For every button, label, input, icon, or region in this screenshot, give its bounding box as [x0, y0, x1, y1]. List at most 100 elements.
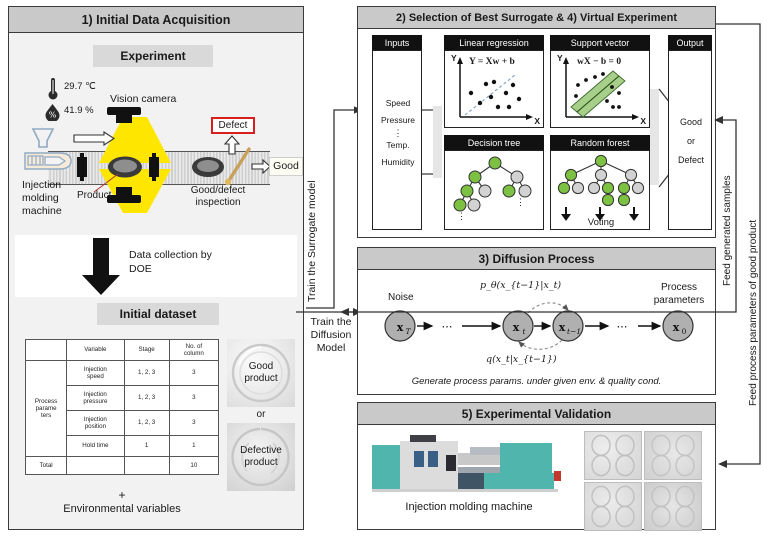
table-header-columns-line1: No. of — [185, 342, 203, 350]
table-cell-columns: 1 — [168, 435, 220, 457]
model-box-random-forest: Voting — [550, 150, 650, 230]
vision-camera-label: Vision camera — [110, 93, 177, 105]
good-badge: Good — [269, 157, 303, 176]
panel3-title: 3) Diffusion Process — [358, 248, 715, 270]
input-item-temp: Temp. — [386, 140, 410, 151]
model-header-support-vector: Support vector — [550, 35, 650, 50]
svg-text:t−1: t−1 — [567, 327, 581, 336]
decision-tree-graph — [453, 156, 532, 212]
table-header-columns-line2: column — [183, 350, 204, 357]
table-cell-variable: Hold time — [66, 435, 125, 457]
table-cell-stage: 1, 2, 3 — [123, 410, 170, 436]
svg-text:x: x — [513, 321, 520, 334]
table-cell-variable: Injection pressure — [66, 385, 125, 411]
input-arrow-icon — [73, 131, 115, 146]
diffusion-top-formula: p_θ(x_{t−1}|x_t) — [480, 280, 562, 291]
product-pointer-line — [93, 173, 119, 193]
inspection-label-line1: Good/defect — [190, 185, 246, 196]
process-params-l2: parameters — [653, 294, 705, 306]
panel-experimental-validation: 5) Experimental Validation Injection mol… — [357, 402, 716, 531]
inspection-product-icon — [192, 157, 224, 177]
machine-label-line2: molding — [22, 192, 59, 205]
svg-text:%: % — [49, 111, 57, 120]
table-cell-columns: 3 — [168, 410, 220, 436]
table-row: Hold time 1 1 — [26, 435, 220, 457]
svg-text:0: 0 — [682, 327, 687, 336]
svg-text:t: t — [522, 327, 526, 336]
machine-label: Injection molding machine — [22, 179, 92, 218]
initial-dataset-area: Initial dataset Variable Stage No. of co… — [15, 297, 297, 525]
svg-text:x: x — [559, 321, 566, 334]
svm-margin-plot — [563, 57, 639, 120]
machine-label-line1: Injection — [22, 179, 62, 191]
table-header-row: Variable Stage No. of column — [24, 339, 220, 361]
humidity-value: 41.9 % — [64, 105, 94, 116]
injection-molding-machine-icon — [24, 128, 72, 170]
experiment-area: Experiment 29.7 ℃ % 41.9 % Vision camera — [15, 35, 303, 235]
output-good: Good — [679, 117, 703, 127]
table-row: Injection pressure 1, 2, 3 3 — [26, 385, 220, 411]
model-box-decision-tree: ⋮ ⋮ — [444, 150, 544, 230]
table-header-blank — [24, 339, 68, 361]
machine-caption: Injection molding machine — [405, 500, 533, 513]
input-item-ellipsis: ⋮ — [393, 127, 403, 138]
lr-scatter-plot — [457, 57, 533, 120]
input-item-speed: Speed — [385, 98, 411, 108]
table-group-label-l1: Process — [34, 397, 58, 405]
var-l1: Injection — [83, 390, 107, 398]
molded-parts-grid — [584, 431, 702, 531]
table-cell-stage: 1, 2, 3 — [123, 385, 170, 411]
table-total-columns: 10 — [168, 456, 220, 475]
humidity-droplet-icon: % — [45, 104, 60, 121]
or-label: or — [256, 409, 266, 421]
inputs-header: Inputs — [372, 35, 422, 50]
table-total-label: Total — [24, 456, 68, 475]
train-diffusion-l1: Train the — [310, 316, 352, 328]
panel-diffusion-process: 3) Diffusion Process Noise Process param… — [357, 247, 716, 395]
diffusion-caption: Generate process params. under given env… — [411, 375, 662, 387]
panel-initial-data-acquisition: 1) Initial Data Acquisition Experiment 2… — [8, 6, 304, 530]
inputs-list: Speed Pressure ⋮ Temp. Humidity — [373, 95, 423, 172]
input-item-pressure: Pressure — [380, 115, 415, 126]
output-or: or — [686, 135, 695, 146]
random-forest-graph — [557, 154, 645, 207]
svg-text:x: x — [673, 321, 680, 334]
good-product-label: Good product — [227, 361, 295, 385]
feed-process-parameters-label: Feed process parameters of good product — [748, 219, 759, 406]
table-group-label: Process parame ters — [24, 360, 68, 457]
temperature-value: 29.7 ℃ — [64, 81, 96, 92]
var-l2: pressure — [83, 398, 108, 405]
svg-text:x: x — [397, 321, 404, 334]
process-params-l1: Process — [660, 282, 698, 293]
doe-arrow-down-icon — [82, 238, 120, 295]
table-group-label-l3: ters — [40, 412, 52, 420]
conveyor-fixture-right-icon — [149, 153, 159, 181]
train-diffusion-l3: Model — [316, 342, 346, 355]
panel-surrogate-selection: 2) Selection of Best Surrogate & 4) Virt… — [357, 6, 716, 238]
var-l2: speed — [86, 373, 104, 380]
molded-part-tile — [584, 482, 642, 531]
inputs-to-models-connector — [422, 106, 442, 178]
experiment-label: Experiment — [93, 45, 213, 67]
doe-label-line1: Data collection by — [129, 249, 212, 261]
feed-generated-samples-connector — [340, 116, 737, 316]
table-header-stage: Stage — [123, 339, 170, 361]
panel5-title: 5) Experimental Validation — [358, 403, 715, 425]
inspection-label: Good/defect inspection — [173, 185, 263, 208]
input-item-humidity: Humidity — [381, 157, 415, 168]
vision-camera-top-icon — [107, 107, 141, 123]
conveyor-fixture-left-icon — [77, 153, 87, 181]
diffusion-bottom-formula: q(x_t|x_{t−1}) — [486, 354, 557, 365]
output-defect: Defect — [677, 154, 704, 165]
voting-label: Voting — [587, 216, 615, 228]
train-diffusion-l2: Diffusion — [310, 329, 352, 342]
defect-arrow-up-icon — [224, 135, 240, 155]
machine-label-line3: machine — [22, 205, 62, 218]
train-surrogate-label: Train the Surrogate model — [306, 180, 318, 302]
model-box-linear-regression: Y Y = Xw + b X — [444, 50, 544, 128]
svg-text:⋯: ⋯ — [442, 321, 453, 333]
table-header-columns: No. of column — [168, 339, 220, 361]
model-header-linear-regression: Linear regression — [444, 35, 544, 50]
defective-product-label: Defective product — [227, 445, 295, 469]
var-l2: position — [84, 423, 107, 430]
